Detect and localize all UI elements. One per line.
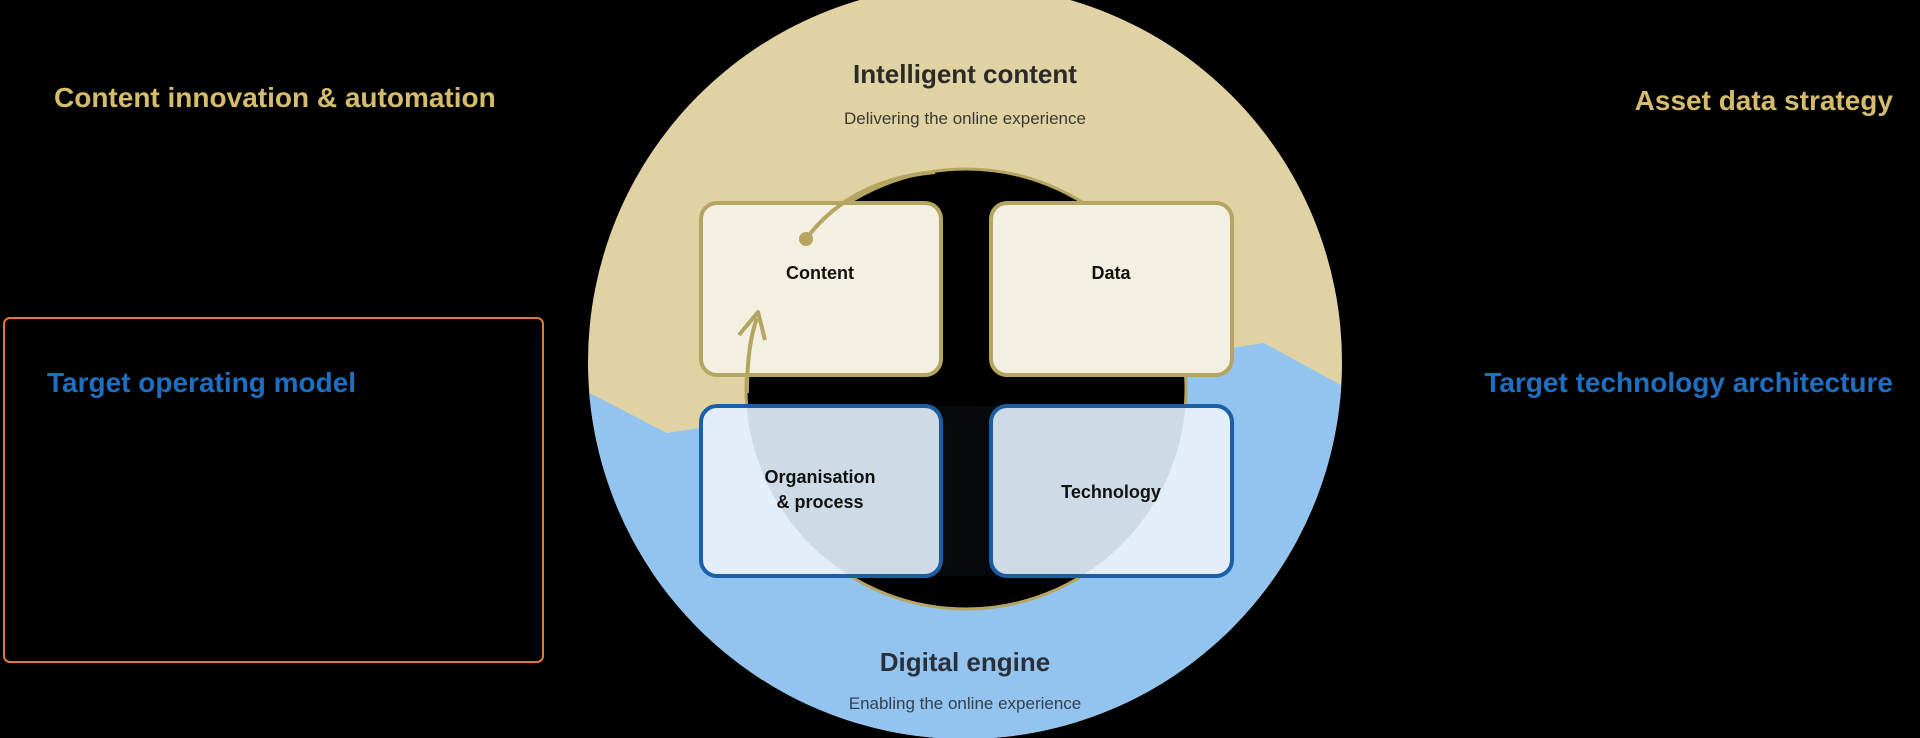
data-label: Data <box>1091 263 1131 283</box>
intelligent-content-title: Intelligent content <box>853 59 1077 89</box>
asset-data-strategy-label: Asset data strategy <box>1634 85 1893 116</box>
organisation-label-line2: & process <box>776 492 863 512</box>
inner-circle-overlay <box>746 406 1186 576</box>
arrowhead-icon <box>737 310 767 341</box>
arrow-start-dot <box>799 232 813 246</box>
intelligent-content-subtitle: Delivering the online experience <box>844 109 1086 128</box>
target-operating-model-label[interactable]: Target operating model <box>47 367 357 398</box>
digital-engine-subtitle: Enabling the online experience <box>849 694 1082 713</box>
technology-box[interactable] <box>989 404 1234 578</box>
cycle-arrow-top <box>804 170 936 241</box>
content-innovation-label: Content innovation & automation <box>54 82 496 113</box>
organisation-box[interactable] <box>699 404 943 578</box>
organisation-label-line1: Organisation <box>764 467 875 487</box>
cycle-arrow-left <box>745 317 759 394</box>
data-box[interactable] <box>989 201 1234 377</box>
content-box[interactable] <box>699 201 943 377</box>
highlight-box[interactable] <box>3 317 544 663</box>
digital-engine-title: Digital engine <box>880 647 1050 677</box>
content-label: Content <box>786 263 854 283</box>
target-technology-architecture-label: Target technology architecture <box>1484 367 1893 398</box>
technology-label: Technology <box>1061 482 1161 502</box>
